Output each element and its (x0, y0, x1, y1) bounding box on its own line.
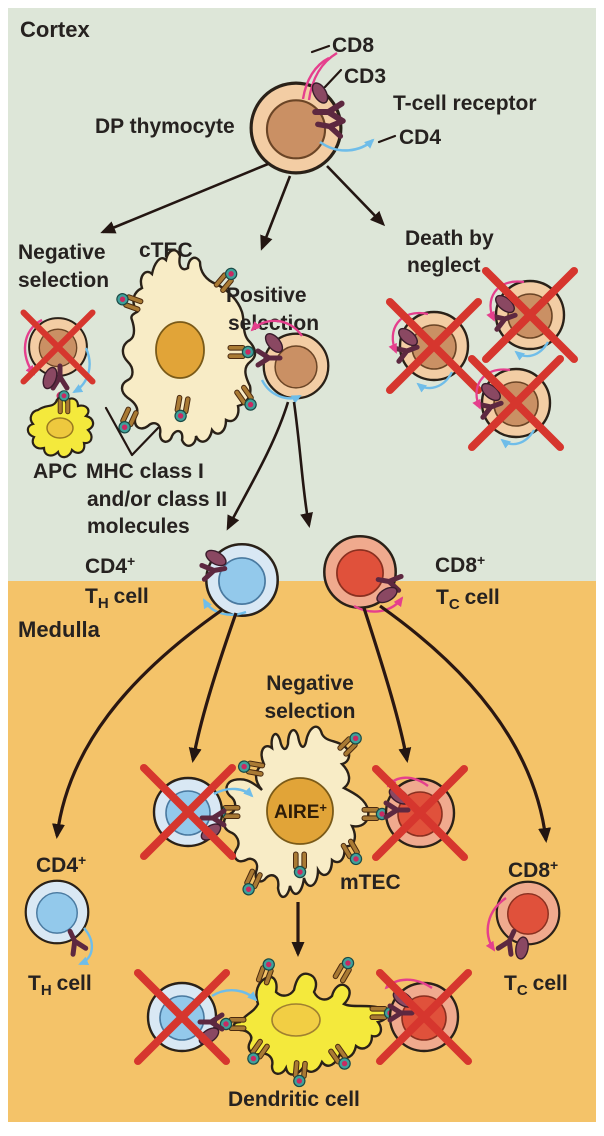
cd8-coreceptor-icon (472, 368, 511, 410)
positive-selection-label-line1: Positive (226, 284, 307, 307)
mtec-label: mTEC (340, 871, 401, 894)
cd3-leader-line (323, 68, 343, 89)
mhc-label-line3: molecules (87, 515, 190, 538)
branch-arrows (100, 162, 386, 251)
mature-tc-cell (495, 880, 561, 946)
mtec-group: AIRE+ mTEC (213, 725, 401, 898)
arrow-th-survive (52, 608, 223, 839)
cortex-title: Cortex (20, 17, 90, 42)
ctec-nucleus (155, 321, 205, 379)
cd4-plus-label: CD4+ (85, 553, 135, 578)
dendritic-nucleus (271, 1003, 321, 1037)
deleted-th-cell-group (144, 768, 254, 856)
medulla-negative-selection-label-line2: selection (264, 700, 355, 723)
cd8-coreceptor-icon (485, 897, 507, 952)
arrow-tc-negative-selection (362, 607, 412, 763)
cd4-coreceptor-icon (211, 989, 258, 1002)
dp-thymocyte-label: DP thymocyte (95, 115, 235, 138)
cd4-coreceptor-icon (78, 927, 93, 966)
negative-selection-label-line1: Negative (18, 241, 106, 264)
ctec-group: cTEC MHC class I and/or class II molecul… (86, 239, 260, 538)
mtec-nucleus (266, 777, 334, 845)
dp-thymocyte-group: DP thymocyte CD8 CD3 T-cell receptor CD4 (95, 34, 537, 175)
positive-selection-group: Positive selection (226, 284, 330, 404)
cd8-coreceptor-icon (250, 319, 303, 337)
death-by-neglect-label-line1: Death by (405, 227, 494, 250)
cd4-coreceptor-icon (500, 429, 535, 449)
arrow-tc-survive (379, 604, 552, 843)
negative-selection-label-line2: selection (18, 269, 109, 292)
neglected-cell-2 (486, 271, 574, 359)
cd4-coreceptor-icon (213, 787, 254, 798)
dendritic-cell-label: Dendritic cell (228, 1088, 360, 1111)
apc-label: APC (33, 460, 77, 483)
death-by-neglect-label-line2: neglect (407, 254, 481, 277)
cd8-plus-label: CD8+ (435, 552, 485, 577)
mature-th-cell (24, 879, 90, 945)
mhc-label-line1: MHC class I (86, 460, 204, 483)
arrow-to-death-by-neglect (326, 165, 386, 227)
deleted-th-cell-dendritic-group (138, 973, 258, 1061)
death-by-neglect-group: Death by neglect (390, 227, 574, 447)
medulla-arrows (52, 604, 552, 957)
cd8-coreceptor-icon (486, 280, 525, 322)
cd8-coreceptor-icon (353, 596, 404, 613)
positive-selection-label-line2: selection (228, 312, 319, 335)
medulla-negative-selection-label-line1: Negative (266, 672, 354, 695)
deleted-tc-cell-group (376, 769, 464, 857)
cd4-coreceptor-icon (260, 379, 302, 404)
mhc-pointer-lines (104, 406, 160, 457)
cd4-coreceptor-icon (202, 598, 247, 616)
apc-nucleus (46, 417, 74, 439)
neglected-cell-1 (390, 302, 478, 390)
mhc-label-line2: and/or class II (87, 488, 227, 511)
cd4-plus-label: CD4+ (36, 852, 86, 877)
cd8-coreceptor-icon (301, 56, 330, 100)
arrow-to-negative-selection (100, 162, 269, 234)
medulla-title: Medulla (18, 617, 101, 642)
cd8-plus-label: CD8+ (508, 857, 558, 882)
cd8-coreceptor-icon (307, 51, 338, 101)
deleted-tc-cell-dendritic-group (380, 973, 468, 1061)
aire-label: AIRE+ (274, 800, 327, 823)
cd8-leader-line (310, 44, 331, 54)
arrow-th-negative-selection (188, 612, 238, 763)
cd4-coreceptor-icon (416, 371, 454, 393)
cd4-label: CD4 (399, 126, 441, 149)
cd4-leader-line (377, 134, 397, 144)
arrow-to-positive-selection (260, 175, 292, 251)
arrow-to-cd4-lineage (226, 401, 290, 531)
arrow-to-cd8-lineage (292, 401, 313, 528)
lineage-split-arrows (226, 401, 313, 531)
neglected-cell-3 (472, 359, 560, 447)
cd4-coreceptor-icon (514, 341, 549, 361)
cd3-label: CD3 (344, 65, 386, 88)
cd8-coreceptor-icon (388, 311, 429, 354)
cortex-negative-selection-group: Negative selection APC (18, 241, 109, 483)
cd4-coreceptor-icon (319, 138, 375, 152)
t-cell-receptor-label: T-cell receptor (393, 92, 537, 115)
dendritic-cell-group: Dendritic cell (219, 954, 397, 1111)
cd8-label: CD8 (332, 34, 374, 57)
